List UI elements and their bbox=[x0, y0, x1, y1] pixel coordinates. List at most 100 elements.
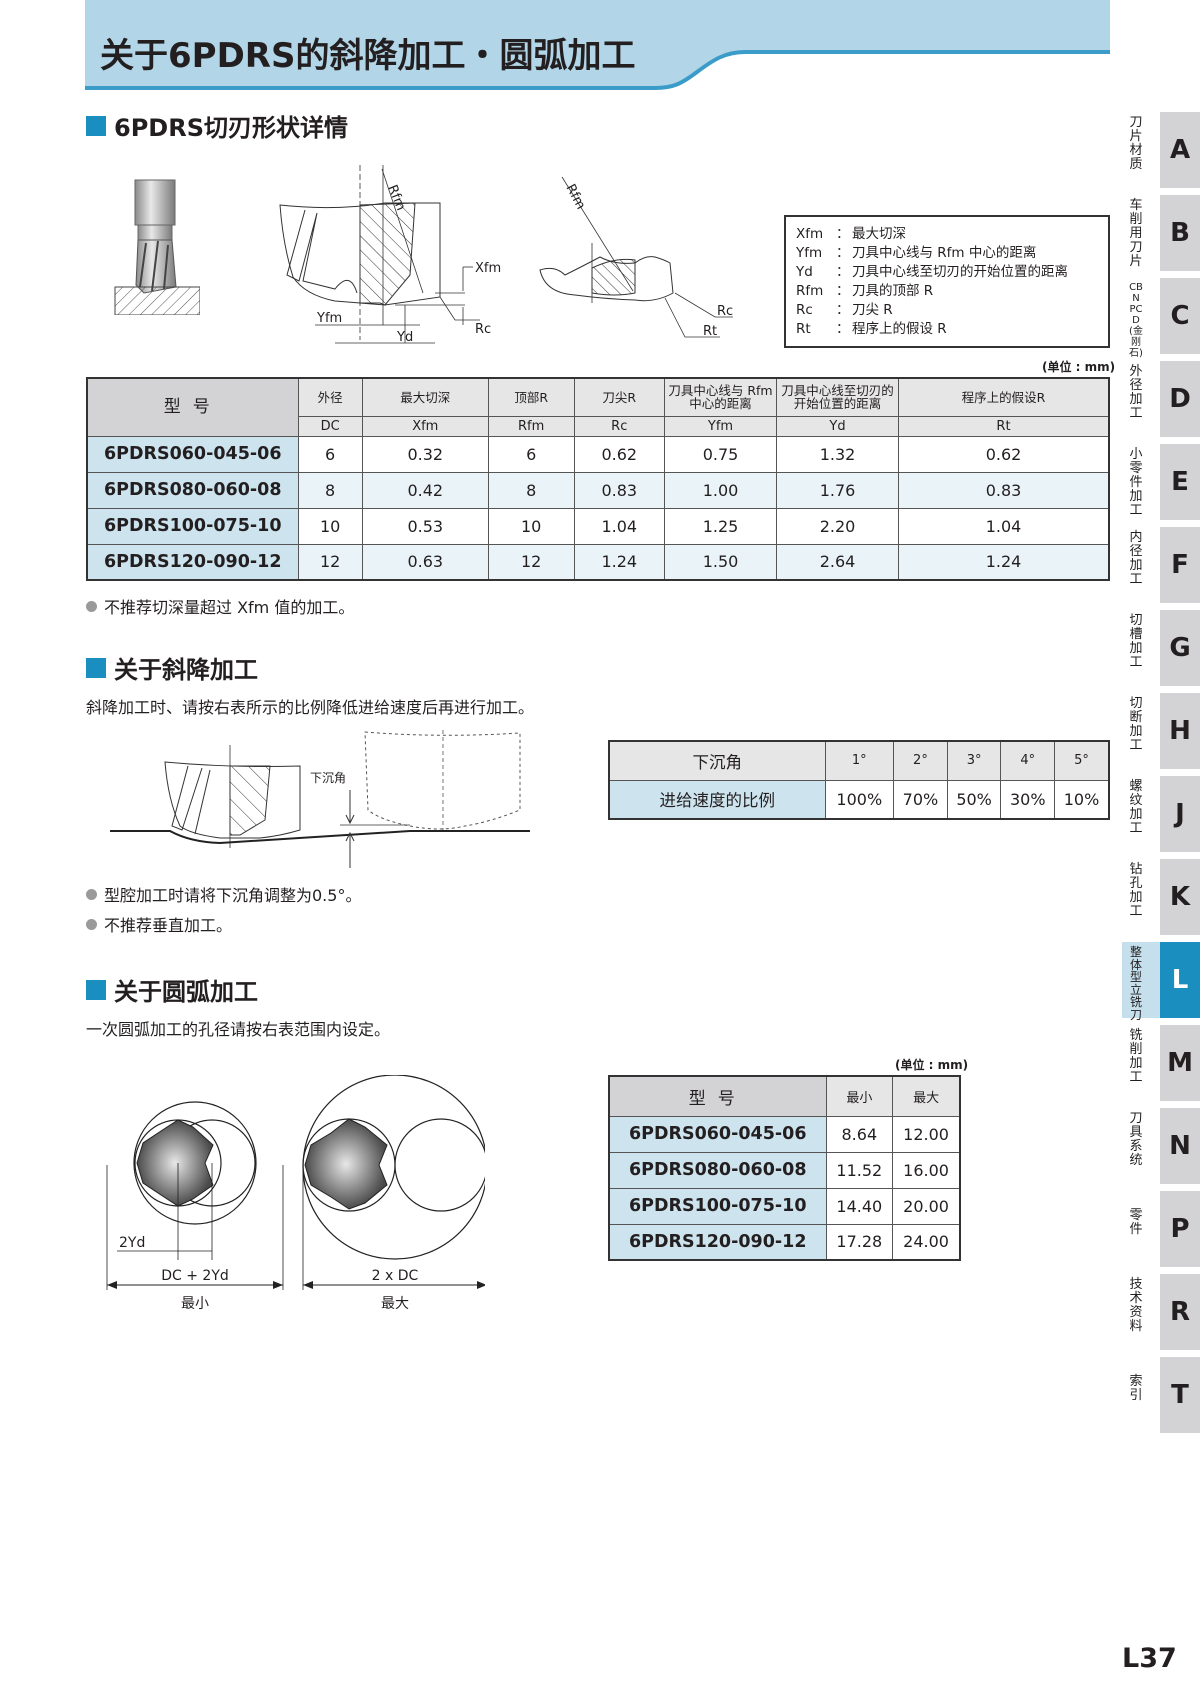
tab-letter: H bbox=[1160, 693, 1200, 769]
model-cell: 6PDRS120-090-12 bbox=[608, 1223, 827, 1261]
helical-diameter-diagram: 2Yd DC + 2Yd 最小 2 x DC 最大 bbox=[106, 1075, 485, 1312]
helical-description: 一次圆弧加工的孔径请按右表范围内设定。 bbox=[86, 1020, 391, 1039]
min-cell: 17.28 bbox=[825, 1223, 894, 1261]
tab-m[interactable]: 铣削加工 M bbox=[1122, 1025, 1200, 1101]
tab-label: 铣削加工 bbox=[1129, 1028, 1143, 1085]
legend-desc: 刀具的顶部 R bbox=[852, 283, 934, 299]
legend-desc: 刀具中心线与 Rfm 中心的距离 bbox=[852, 245, 1037, 261]
bullet-icon bbox=[86, 600, 97, 612]
label-rt: Rt bbox=[703, 324, 717, 339]
tab-label: 刀片材质 bbox=[1129, 115, 1143, 172]
ramping-diagram: 下沉角 bbox=[110, 730, 530, 868]
value-cell: 2.64 bbox=[776, 543, 899, 581]
label-yd: Yd bbox=[396, 330, 413, 345]
bullet-icon bbox=[86, 918, 97, 930]
label-2yd: 2Yd bbox=[119, 1235, 145, 1251]
tab-label: 零件 bbox=[1129, 1208, 1143, 1237]
angle-cell: 5° bbox=[1054, 740, 1110, 781]
value-cell: 0.83 bbox=[898, 471, 1110, 509]
min-cell: 8.64 bbox=[825, 1115, 894, 1153]
section-marker-icon bbox=[86, 979, 106, 1000]
value-cell: 8 bbox=[487, 471, 575, 509]
ratio-cell: 30% bbox=[1000, 779, 1056, 820]
legend-row: Xfm ：最大切深 bbox=[796, 225, 1098, 244]
value-cell: 6 bbox=[487, 435, 575, 473]
label-rc-2: Rc bbox=[717, 304, 733, 319]
endmill-photo-diagram bbox=[114, 179, 200, 315]
bullet-no-plunge: 不推荐垂直加工。 bbox=[86, 912, 232, 936]
ratio-cell: 10% bbox=[1054, 779, 1110, 820]
bullet-text: 型腔加工时请将下沉角调整为0.5°。 bbox=[104, 886, 362, 905]
section-heading-ramping: 关于斜降加工 bbox=[86, 650, 258, 685]
feed-ratio-label: 进给速度的比例 bbox=[608, 779, 826, 820]
col-header: 刀具中心线与 Rfm中心的距离 bbox=[664, 377, 777, 417]
legend-row: Rc：刀尖 R bbox=[796, 301, 1098, 320]
value-cell: 0.42 bbox=[361, 471, 489, 509]
table-row: 6PDRS120-090-12 17.28 24.00 bbox=[608, 1223, 961, 1261]
legend-sep: ： bbox=[836, 226, 850, 242]
ramp-feed-table: 下沉角 1° 2° 3° 4° 5° 进给速度的比例 100% 70% 50% … bbox=[608, 740, 1110, 820]
tab-letter: M bbox=[1160, 1025, 1200, 1101]
label-yfm: Yfm bbox=[316, 311, 342, 326]
tab-letter: P bbox=[1160, 1191, 1200, 1267]
legend-sep: ： bbox=[836, 245, 850, 261]
legend-key: Xfm bbox=[796, 226, 824, 242]
label-max: 最大 bbox=[381, 1296, 409, 1312]
label-2xdc: 2 x DC bbox=[372, 1268, 419, 1284]
tab-label: 钻孔加工 bbox=[1129, 862, 1143, 919]
section-heading-text: 关于斜降加工 bbox=[114, 656, 258, 684]
table-row: 6PDRS080-060-08 11.52 16.00 bbox=[608, 1151, 961, 1189]
value-cell: 12 bbox=[297, 543, 363, 581]
note-text: 不推荐切深量超过 Xfm 值的加工。 bbox=[104, 598, 355, 617]
ratio-cell: 100% bbox=[824, 779, 895, 820]
tab-c[interactable]: CBN PCD(金刚石)C bbox=[1122, 278, 1200, 359]
tab-p[interactable]: 零件 P bbox=[1122, 1191, 1200, 1267]
col-symbol: Rfm bbox=[487, 415, 575, 437]
tab-letter: B bbox=[1160, 195, 1200, 271]
legend-desc: 最大切深 bbox=[852, 226, 906, 242]
spec-table: 型号 外径 最大切深 顶部R 刀尖R 刀具中心线与 Rfm中心的距离 刀具中心线… bbox=[86, 377, 1110, 581]
ramping-description: 斜降加工时、请按右表所示的比例降低进给速度后再进行加工。 bbox=[86, 698, 535, 717]
angle-cell: 1° bbox=[824, 740, 895, 781]
value-cell: 0.75 bbox=[664, 435, 777, 473]
section-marker-icon bbox=[86, 657, 106, 678]
tab-label: 切槽加工 bbox=[1129, 613, 1143, 670]
max-cell: 24.00 bbox=[892, 1223, 961, 1261]
angle-cell: 3° bbox=[946, 740, 1002, 781]
ratio-cell: 50% bbox=[946, 779, 1002, 820]
label-ramp-angle: 下沉角 bbox=[310, 771, 346, 785]
symbol-legend-box: Xfm：最大切深 Yfm：刀具中心线与 Rfm 中心的距离 Yd：刀具中心线至切… bbox=[784, 215, 1110, 348]
legend-sep: ： bbox=[836, 302, 850, 318]
value-cell: 0.32 bbox=[361, 435, 489, 473]
legend-desc: 程序上的假设 R bbox=[852, 321, 947, 337]
table-row: 6PDRS060-045-06 8.64 12.00 bbox=[608, 1115, 961, 1153]
unit-label: (单位 : mm) bbox=[1042, 360, 1116, 374]
col-symbol: Rt bbox=[898, 415, 1110, 437]
tab-label: 小零件加工 bbox=[1129, 447, 1143, 518]
value-cell: 1.00 bbox=[664, 471, 777, 509]
legend-key: Rt bbox=[796, 321, 811, 337]
legend-row: Yfm：刀具中心线与 Rfm 中心的距离 bbox=[796, 244, 1098, 263]
value-cell: 0.63 bbox=[361, 543, 489, 581]
bullet-icon bbox=[86, 888, 97, 900]
legend-desc: 刀尖 R bbox=[852, 302, 893, 318]
col-header: 外径 bbox=[297, 377, 363, 417]
tab-label: 刀具系统 bbox=[1129, 1111, 1143, 1168]
tab-label: 技术资料 bbox=[1129, 1277, 1143, 1334]
table-row: 6PDRS080-060-08 8 0.42 8 0.83 1.00 1.76 … bbox=[86, 471, 1110, 509]
value-cell: 1.04 bbox=[573, 507, 666, 545]
model-cell: 6PDRS100-075-10 bbox=[608, 1187, 827, 1225]
